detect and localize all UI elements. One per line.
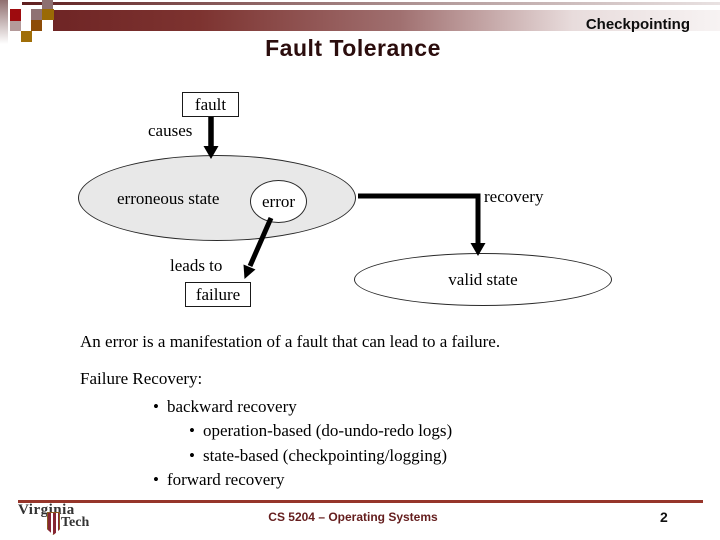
page-number: 2 xyxy=(660,509,668,525)
bullet-state-based: • state-based (checkpointing/logging) xyxy=(189,446,447,466)
left-gradient-strip xyxy=(0,0,8,44)
bullet-label: backward recovery xyxy=(166,397,297,416)
deco-square-gray-top xyxy=(42,0,53,9)
leads-to-label: leads to xyxy=(170,256,223,275)
valid-state-label: valid state xyxy=(448,269,518,289)
logo-shield-icon xyxy=(47,512,60,535)
bullet-dot: • xyxy=(189,446,195,465)
lecture-topic-label: Checkpointing xyxy=(585,16,690,33)
causes-arrow xyxy=(203,117,219,159)
deco-square-red xyxy=(10,9,21,21)
deco-square-gold xyxy=(42,9,54,20)
page-title: Fault Tolerance xyxy=(265,35,441,61)
deco-square-gray-mid xyxy=(31,9,42,20)
bullet-dot: • xyxy=(189,421,195,440)
bullet-forward-recovery: • forward recovery xyxy=(153,470,284,490)
valid-state-ellipse: valid state xyxy=(354,253,612,306)
recovery-connector-arrow xyxy=(358,193,486,256)
recovery-label: recovery xyxy=(484,187,544,206)
bullet-operation-based: • operation-based (do-undo-redo logs) xyxy=(189,421,452,441)
deco-square-gold-low xyxy=(21,31,32,42)
course-footer-label: CS 5204 – Operating Systems xyxy=(268,510,438,524)
deco-square-mauve xyxy=(10,21,21,31)
bullet-label: operation-based (do-undo-redo logs) xyxy=(202,421,453,440)
bullet-label: state-based (checkpointing/logging) xyxy=(202,446,448,465)
erroneous-state-label: erroneous state xyxy=(117,189,220,208)
failure-recovery-heading: Failure Recovery: xyxy=(80,369,203,388)
bullet-backward-recovery: • backward recovery xyxy=(153,397,297,417)
logo-tech-text: Tech xyxy=(61,515,90,530)
error-circle: error xyxy=(250,180,307,223)
footer-rule xyxy=(18,500,703,503)
bullet-dot: • xyxy=(153,470,159,489)
failure-box: failure xyxy=(185,282,251,307)
virginia-tech-logo: Virginia Tech xyxy=(16,501,96,539)
fault-box: fault xyxy=(182,92,239,117)
logo-virginia-text: Virginia xyxy=(18,502,75,518)
bullet-label: forward recovery xyxy=(166,470,285,489)
bullet-dot: • xyxy=(153,397,159,416)
deco-square-brown xyxy=(31,20,42,31)
error-definition-sentence: An error is a manifestation of a fault t… xyxy=(80,332,501,351)
top-thin-rule xyxy=(22,2,720,5)
causes-label: causes xyxy=(148,121,193,140)
header-gradient-bar xyxy=(53,10,720,31)
